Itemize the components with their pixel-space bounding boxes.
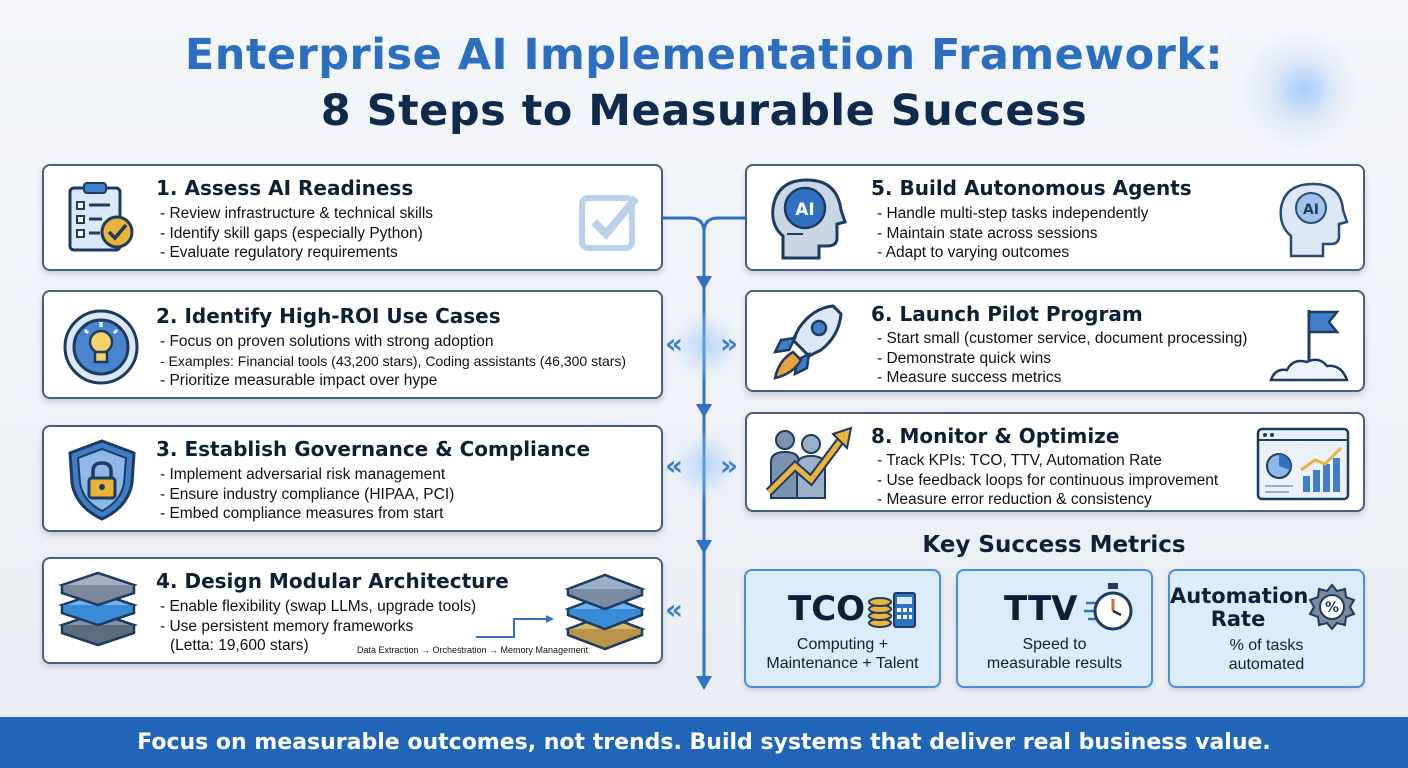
step-title: 1. Assess AI Readiness (156, 176, 414, 200)
coins-calculator-icon (868, 592, 916, 628)
chevron-left-icon: « (665, 327, 684, 360)
pipeline-note: Data Extraction → Orchestration → Memory… (357, 645, 589, 655)
glow-decoration (670, 430, 740, 500)
pipeline-arrow (476, 615, 554, 638)
footer-banner: Focus on measurable outcomes, not trends… (0, 717, 1408, 768)
checkbox-watermark-icon (579, 195, 640, 251)
step-title: 2. Identify High-ROI Use Cases (156, 304, 501, 328)
step-bullet: - Start small (customer service, documen… (877, 330, 1248, 347)
step-card-1: 1. Assess AI Readiness - Review infrastr… (42, 164, 663, 271)
svg-text:AI: AI (1303, 202, 1319, 218)
step-bullet: - Measure success metrics (877, 369, 1062, 386)
step-bullet: - Review infrastructure & technical skil… (160, 205, 434, 222)
clipboard-check-icon (68, 182, 134, 252)
metric-label: TTV (1004, 589, 1078, 629)
metrics-heading: Key Success Metrics (922, 532, 1186, 558)
step-card-4: 4. Design Modular Architecture - Enable … (42, 557, 663, 664)
step-card-3: 3. Establish Governance & Compliance - I… (42, 425, 663, 532)
chevron-left-icon: « (665, 449, 684, 482)
growth-chart-icon (765, 426, 853, 499)
metric-desc: Speed to measurable results (958, 635, 1151, 673)
step-card-2: 2. Identify High-ROI Use Cases - Focus o… (42, 290, 663, 399)
step-title: 8. Monitor & Optimize (871, 424, 1120, 448)
step-bullet: - Measure error reduction & consistency (877, 491, 1152, 508)
chevron-right-icon: » (720, 449, 739, 482)
step-bullet: - Use persistent memory frameworks (160, 617, 414, 635)
step-title: 5. Build Autonomous Agents (871, 176, 1192, 200)
metric-card-ttv: TTV Speed to measurable results (956, 569, 1153, 688)
step-bullet: - Demonstrate quick wins (877, 349, 1052, 367)
step-bullet: - Embed compliance measures from start (160, 505, 444, 522)
metric-card-tco: TCO Computing + Maintenance + Talent (744, 569, 941, 688)
step-bullet: - Adapt to varying outcomes (877, 244, 1070, 261)
metric-label: TCO (788, 589, 866, 629)
chevron-left-icon: « (665, 593, 684, 626)
metric-desc-line: Speed to (1022, 636, 1087, 653)
step-title: 4. Design Modular Architecture (156, 569, 509, 593)
metric-label-line: Automation (1170, 584, 1309, 608)
stacked-layers-icon (564, 573, 646, 651)
step-title: 6. Launch Pilot Program (871, 302, 1143, 326)
step-title: 3. Establish Governance & Compliance (156, 437, 591, 461)
ai-head-icon: AI (1279, 182, 1349, 258)
metric-desc: % of tasks automated (1170, 636, 1363, 674)
metric-label-line: Rate (1210, 607, 1266, 631)
step-bullet: - Handle multi-step tasks independently (877, 205, 1149, 222)
step-bullet: - Ensure industry compliance (HIPAA, PCI… (160, 485, 455, 503)
step-bullet: - Examples: Financial tools (43,200 star… (160, 352, 627, 369)
step-bullet: - Prioritize measurable impact over hype (160, 372, 438, 389)
svg-text:AI: AI (795, 200, 814, 220)
step-bullet: - Enable flexibility (swap LLMs, upgrade… (160, 598, 477, 615)
step-card-8: 8. Monitor & Optimize - Track KPIs: TCO,… (745, 412, 1365, 512)
step-bullet: - Implement adversarial risk management (160, 466, 446, 483)
shield-lock-icon (68, 439, 136, 521)
stopwatch-icon (1084, 583, 1133, 631)
step-bullet: - Focus on proven solutions with strong … (160, 333, 494, 350)
step-bullet: - Use feedback loops for continuous impr… (877, 471, 1219, 489)
step-bullet: - Maintain state across sessions (877, 224, 1098, 242)
metric-desc-line: Maintenance + Talent (766, 655, 919, 672)
chevron-right-icon: » (720, 327, 739, 360)
step-bullet: - Identify skill gaps (especially Python… (160, 224, 423, 242)
title-line-2: 8 Steps to Measurable Success (320, 86, 1088, 136)
glow-decoration (1270, 55, 1340, 125)
gear-percent-icon: % (1308, 583, 1356, 631)
step-bullet: - Track KPIs: TCO, TTV, Automation Rate (877, 452, 1162, 469)
metric-card-automation-rate: Automation Rate % % of tasks automated (1168, 569, 1365, 688)
metric-label: Automation Rate (1170, 584, 1309, 631)
ai-robot-head-icon: AI (771, 178, 847, 260)
metric-desc: Computing + Maintenance + Talent (746, 635, 939, 673)
stacked-layers-icon (58, 571, 138, 647)
rocket-icon (772, 304, 843, 380)
step-card-6: 6. Launch Pilot Program - Start small (c… (745, 290, 1365, 392)
metric-desc-line: % of tasks (1229, 637, 1304, 654)
svg-text:%: % (1325, 600, 1339, 616)
metric-desc-line: automated (1228, 656, 1305, 673)
title-line-1: Enterprise AI Implementation Framework: (184, 30, 1224, 80)
step-bullet: - Evaluate regulatory requirements (160, 244, 398, 261)
metric-desc-line: measurable results (986, 655, 1123, 672)
dashboard-icon (1256, 427, 1350, 501)
glow-decoration (670, 310, 740, 380)
metric-desc-line: Computing + (796, 636, 889, 653)
flag-mountain-icon (1269, 310, 1349, 382)
step-card-5: AI 5. Build Autonomous Agents - Handle m… (745, 164, 1365, 271)
step-bullet: (Letta: 19,600 stars) (170, 637, 309, 654)
lightbulb-icon (63, 309, 139, 385)
